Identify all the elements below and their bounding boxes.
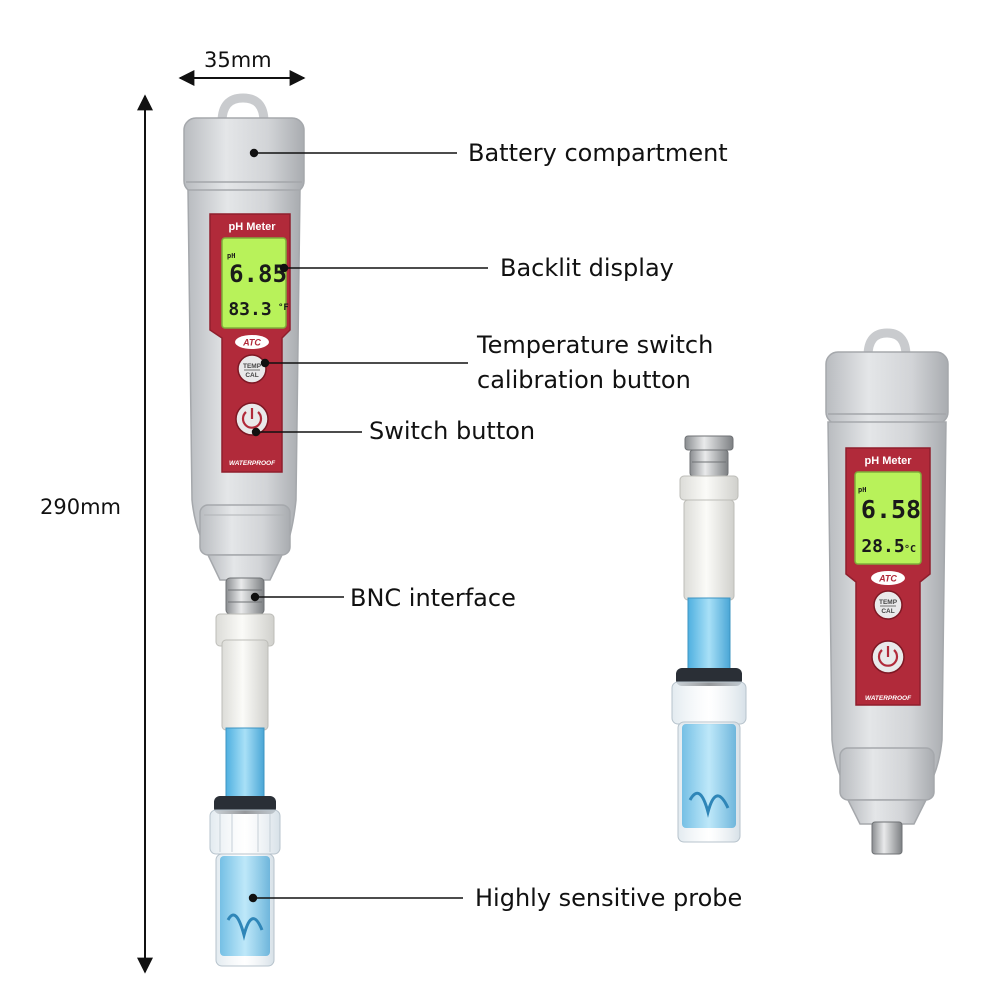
brand-label: pH Meter: [228, 221, 276, 233]
power-button[interactable]: [235, 402, 269, 436]
side-brand-label: pH Meter: [864, 455, 912, 467]
callout-battery: Battery compartment: [468, 139, 728, 167]
side-temp-reading: 28.5: [861, 536, 904, 557]
leader-lines: [248, 148, 488, 903]
side-temp-unit: °C: [904, 544, 916, 555]
side-meter: pH Meter pH 6.58 28.5 °C ATC TEMP CAL WA…: [825, 328, 949, 855]
ph-reading: 6.85: [229, 260, 287, 288]
side-lcd-display: [854, 471, 922, 565]
svg-text:TEMP: TEMP: [879, 599, 898, 606]
callout-bnc: BNC interface: [350, 584, 516, 612]
atc-badge: ATC: [242, 338, 261, 348]
temp-unit: °F: [278, 303, 289, 313]
temp-cal-button[interactable]: TEMP CAL: [237, 354, 267, 384]
callout-temp-line1: Temperature switch: [477, 331, 714, 359]
svg-text:CAL: CAL: [245, 372, 258, 379]
width-dimension-label: 35mm: [204, 48, 272, 72]
side-atc-badge: ATC: [878, 574, 897, 584]
side-power-icon: [877, 649, 899, 667]
side-waterproof-label: WATERPROOF: [865, 695, 912, 702]
callout-display: Backlit display: [500, 254, 674, 282]
side-power-button[interactable]: [871, 640, 905, 674]
main-meter: pH Meter pH 6.85 83.3 °F ATC TEMP CAL WA…: [183, 93, 305, 967]
height-dimension-label: 290mm: [40, 495, 121, 519]
svg-text:TEMP: TEMP: [243, 363, 262, 370]
ph-unit: pH: [227, 252, 235, 260]
side-ph-unit: pH: [858, 486, 866, 494]
callout-temp-line2: calibration button: [477, 366, 691, 394]
svg-text:CAL: CAL: [881, 608, 894, 615]
power-icon: [241, 411, 263, 429]
temp-reading: 83.3: [228, 299, 271, 320]
callout-probe: Highly sensitive probe: [475, 884, 743, 912]
waterproof-label: WATERPROOF: [229, 460, 276, 467]
side-temp-cal-button[interactable]: TEMP CAL: [873, 590, 903, 620]
callout-switch: Switch button: [369, 417, 536, 445]
lcd-display: [221, 237, 287, 329]
detached-probe: [671, 435, 747, 843]
side-ph-reading: 6.58: [861, 495, 921, 524]
